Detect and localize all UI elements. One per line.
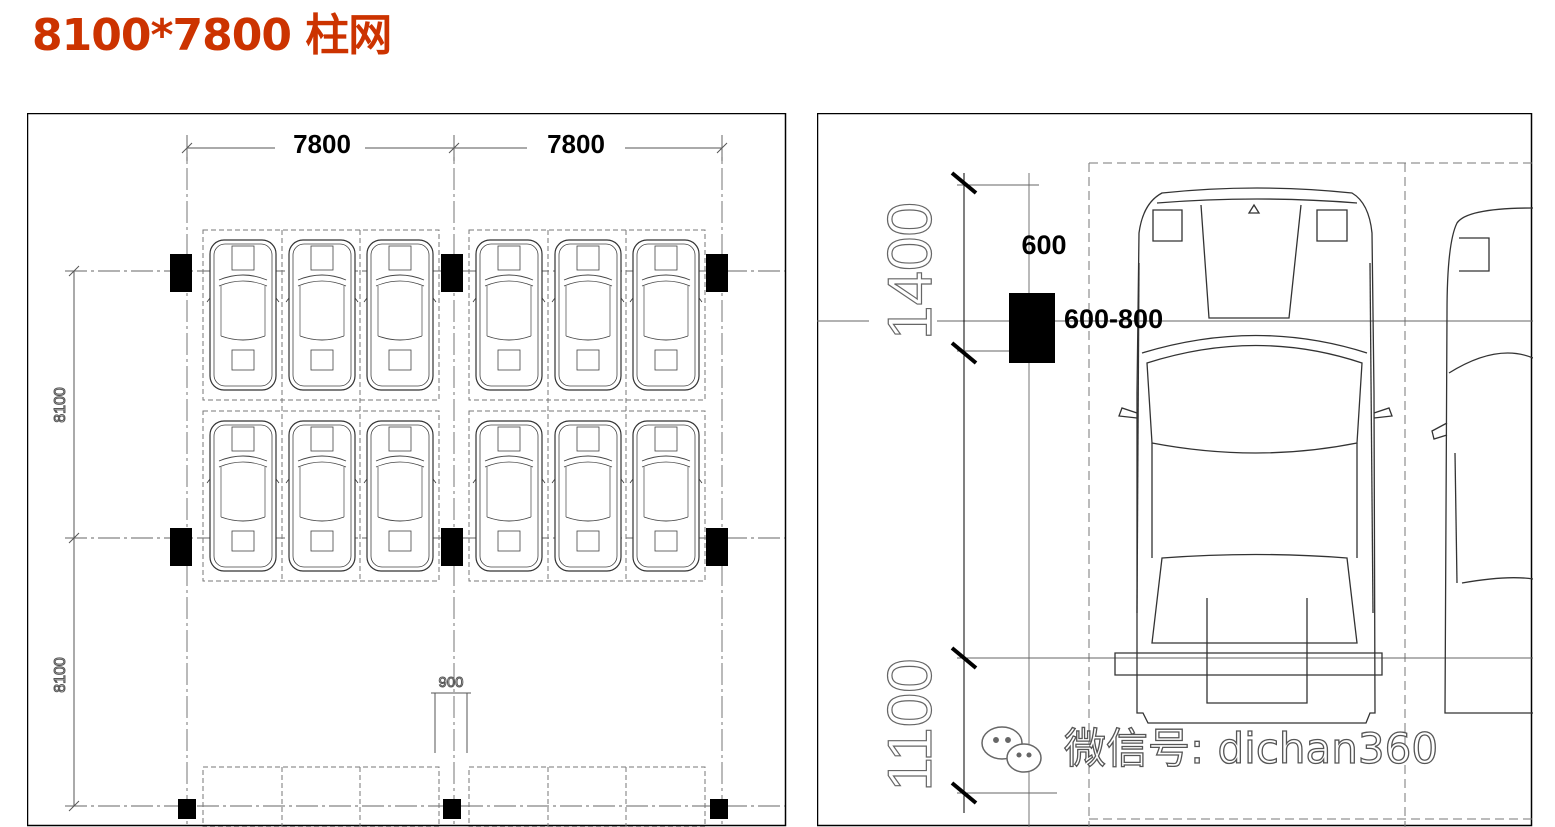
dim-label-1400: 1400	[876, 202, 945, 340]
wechat-icon	[981, 726, 1042, 773]
detail-bay-lines	[1088, 162, 1533, 827]
column-detail	[1009, 293, 1055, 363]
column	[441, 528, 463, 566]
car-2	[285, 239, 359, 391]
car-10	[472, 420, 546, 572]
dim-label-7800-right: 7800	[547, 129, 605, 159]
car-11	[551, 420, 625, 572]
dim-label-900: 900	[438, 674, 463, 691]
column-grid-plan: 7800 7800 8100 8100 900	[27, 113, 787, 827]
structural-columns	[170, 254, 728, 819]
car-detail	[1114, 187, 1393, 724]
dim-label-7800-left: 7800	[293, 129, 351, 159]
dim-label-8100-upper: 8100	[52, 387, 69, 423]
car-9	[363, 420, 437, 572]
parking-bays	[202, 229, 706, 827]
car-5	[551, 239, 625, 391]
dim-label-1100: 1100	[876, 658, 945, 791]
car-7	[206, 420, 280, 572]
column	[706, 528, 728, 566]
gap-dimension-line	[431, 692, 471, 753]
dim-label-8100-lower: 8100	[52, 657, 69, 693]
side-dimension-line	[68, 265, 80, 812]
column-depth-label: 600-800	[1064, 304, 1163, 334]
column-axes-vertical	[186, 135, 723, 827]
car-1	[206, 239, 280, 391]
car-3	[363, 239, 437, 391]
car-detail-partial	[1431, 207, 1533, 714]
car-4	[472, 239, 546, 391]
detail-dimension-line	[950, 171, 978, 813]
watermark: 微信号: dichan360	[981, 723, 1439, 774]
column-width-label: 600	[1021, 230, 1066, 260]
column	[443, 799, 461, 819]
column	[170, 254, 192, 292]
column	[710, 799, 728, 819]
car-12	[629, 420, 703, 572]
page-title: 8100*7800 柱网	[32, 10, 392, 61]
car-8	[285, 420, 359, 572]
column	[178, 799, 196, 819]
column	[706, 254, 728, 292]
column	[441, 254, 463, 292]
column	[170, 528, 192, 566]
car-6	[629, 239, 703, 391]
watermark-text: 微信号: dichan360	[1064, 724, 1438, 773]
column-detail-view: 1400 1100 600 600-800	[817, 113, 1533, 827]
